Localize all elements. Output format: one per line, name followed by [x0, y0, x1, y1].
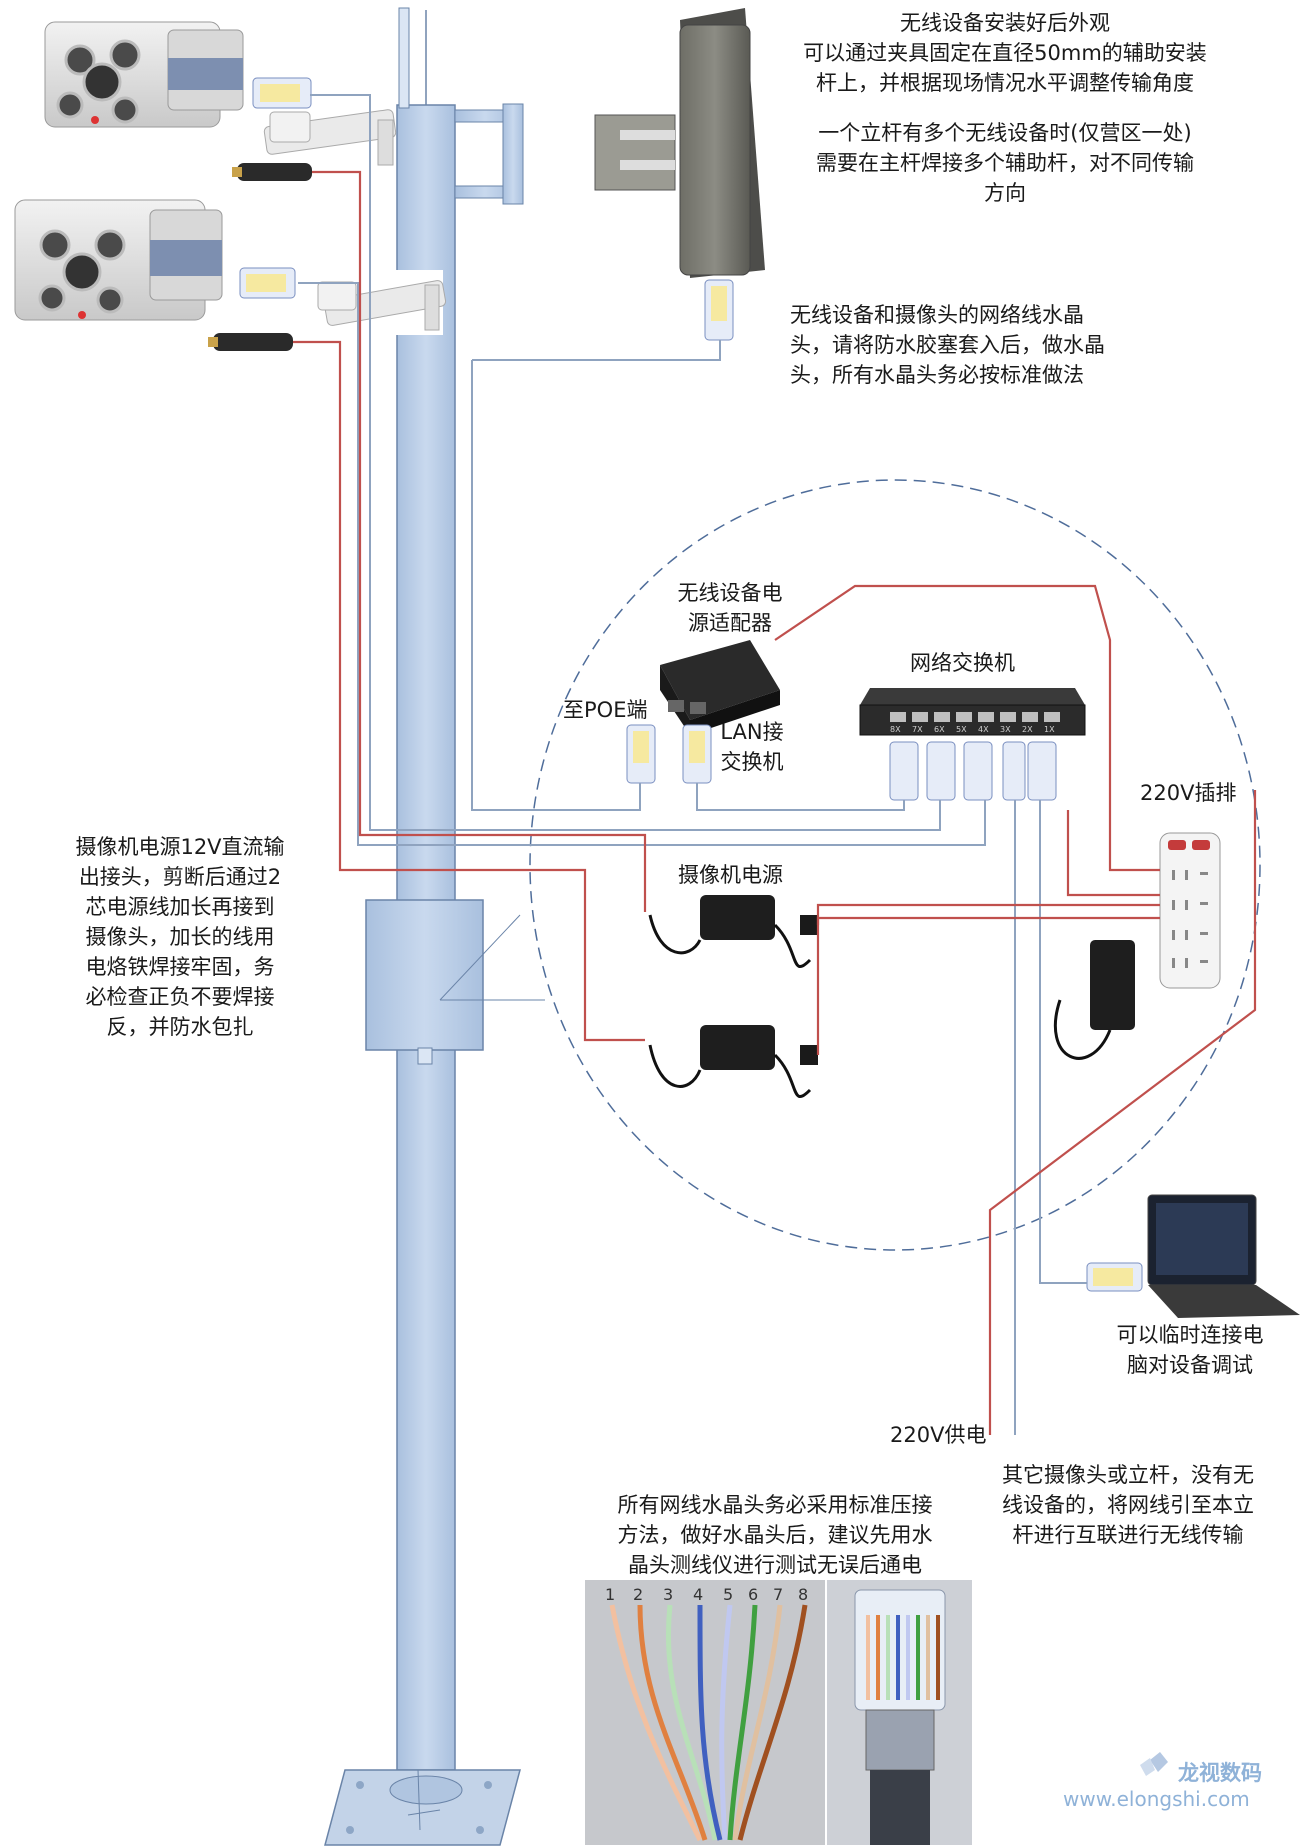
switch-rj45-group — [889, 741, 1057, 801]
rj45-camera-2 — [239, 267, 296, 299]
switch-port-7x: 7X — [912, 725, 923, 734]
dc-plug-1 — [232, 163, 312, 181]
camera-power-note-line: 出接头，剪断后通过2 — [78, 865, 282, 889]
network-switch-label: 网络交换机 — [910, 651, 1015, 675]
camera-2 — [14, 199, 223, 321]
switch-port-6x: 6X — [934, 725, 945, 734]
camera-power-note-line: 摄像头，加长的线用 — [85, 925, 275, 949]
watermark-brand: 龙视数码 — [1178, 1761, 1262, 1785]
camera-power-note-line: 必检查正负不要焊接 — [85, 985, 275, 1009]
camera-power-note: 摄像机电源12V直流输 出接头，剪断后通过2 芯电源线加长再接到 摄像头，加长的… — [55, 832, 305, 1042]
poe-adapter — [660, 640, 780, 735]
poe-adapter-line: 无线设备电 — [677, 581, 783, 605]
camera-power-adapter-1 — [648, 895, 818, 968]
rj45-to-poe — [626, 724, 656, 784]
camera-power-note-line: 电烙铁焊接牢固，务 — [85, 955, 275, 979]
to-poe-label: 至POE端 — [563, 698, 648, 722]
power-strip-label: 220V插排 — [1140, 781, 1237, 805]
rj45-note-line: 头，所有水晶头务必按标准做法 — [790, 363, 1084, 387]
watermark-url[interactable]: www.elongshi.com — [1063, 1787, 1250, 1811]
other-cameras-note: 其它摄像头或立杆，没有无 线设备的，将网线引至本立 杆进行互联进行无线传输 — [978, 1460, 1278, 1550]
other-cameras-line: 其它摄像头或立杆，没有无 — [1002, 1463, 1254, 1487]
rj45-antenna — [704, 279, 734, 341]
switch-port-labels: 8X 7X 6X 5X 4X 3X 2X 1X — [890, 725, 1055, 734]
watermark-logo-icon — [1150, 1752, 1168, 1772]
laptop-note-line: 脑对设备调试 — [1127, 1353, 1253, 1377]
supply-220v-label: 220V供电 — [890, 1423, 987, 1447]
watermark-logo-icon-part — [1140, 1758, 1155, 1776]
wire-number-labels: 1 2 3 4 5 6 7 8 — [605, 1585, 808, 1604]
wireless-install-line: 无线设备安装好后外观 — [900, 11, 1110, 35]
wire-number-1: 1 — [605, 1585, 615, 1604]
wire-number-4: 4 — [693, 1585, 703, 1604]
camera-mount-1 — [263, 109, 397, 166]
switch-port-8x: 8X — [890, 725, 901, 734]
poe-adapter-line: 源适配器 — [688, 611, 772, 635]
wireless-install-line: 可以通过夹具固定在直径50mm的辅助安装 — [803, 41, 1207, 65]
power-strip — [1159, 832, 1221, 989]
switch-port-1x: 1X — [1044, 725, 1055, 734]
rj45-note-line: 无线设备和摄像头的网络线水晶 — [790, 303, 1084, 327]
wireless-install-note: 无线设备安装好后外观 可以通过夹具固定在直径50mm的辅助安装 杆上，并根据现场… — [785, 8, 1225, 208]
crimp-method-note: 所有网线水晶头务必采用标准压接 方法，做好水晶头后，建议先用水 晶头测线仪进行测… — [585, 1490, 965, 1580]
main-pole — [324, 7, 545, 1846]
camera-power-note-line: 摄像机电源12V直流输 — [75, 835, 285, 859]
wire-number-3: 3 — [663, 1585, 673, 1604]
wireless-install-line: 方向 — [984, 181, 1026, 205]
wire-number-2: 2 — [633, 1585, 643, 1604]
other-cameras-line: 线设备的，将网线引至本立 — [1002, 1493, 1254, 1517]
laptop-power-adapter — [1053, 940, 1135, 1060]
camera-mount-2 — [317, 280, 447, 331]
lan-switch-line: LAN接 — [720, 720, 784, 744]
camera-power-note-line: 芯电源线加长再接到 — [85, 895, 275, 919]
crimp-note-line: 晶头测线仪进行测试无误后通电 — [628, 1553, 922, 1577]
crimp-note-line: 所有网线水晶头务必采用标准压接 — [617, 1493, 933, 1517]
equipment-area-circle — [529, 479, 1261, 1251]
crimp-note-line: 方法，做好水晶头后，建议先用水 — [617, 1523, 933, 1547]
wireless-install-line: 一个立杆有多个无线设备时(仅营区一处) — [818, 121, 1192, 145]
rj45-note-line: 头，请将防水胶塞套入后，做水晶 — [790, 333, 1105, 357]
wireless-install-line: 杆上，并根据现场情况水平调整传输角度 — [816, 71, 1194, 95]
camera-1 — [44, 21, 244, 128]
wire-number-5: 5 — [723, 1585, 733, 1604]
camera-power-adapter-2 — [648, 1025, 818, 1098]
rj45-laptop — [1086, 1262, 1143, 1292]
camera-power-note-line: 反，并防水包扎 — [106, 1015, 254, 1039]
camera-power-label: 摄像机电源 — [678, 863, 783, 887]
dc-plug-2 — [208, 333, 293, 351]
wireless-antenna — [594, 8, 765, 278]
switch-port-3x: 3X — [1000, 725, 1011, 734]
switch-port-2x: 2X — [1022, 725, 1033, 734]
wireless-install-line — [785, 98, 1225, 118]
laptop-debug-note: 可以临时连接电 脑对设备调试 — [1100, 1320, 1280, 1380]
network-switch — [859, 688, 1086, 736]
other-cameras-line: 杆进行互联进行无线传输 — [1012, 1523, 1244, 1547]
rj45-camera-1 — [252, 77, 312, 109]
cable-wiring-photo — [585, 1580, 825, 1845]
wire-number-6: 6 — [748, 1585, 758, 1604]
wireless-install-line: 需要在主杆焊接多个辅助杆，对不同传输 — [816, 151, 1194, 175]
wire-number-7: 7 — [773, 1585, 783, 1604]
wire-number-8: 8 — [798, 1585, 808, 1604]
laptop-note-line: 可以临时连接电 — [1116, 1323, 1264, 1347]
poe-adapter-label: 无线设备电 源适配器 — [665, 578, 795, 638]
rj45-lan-to-switch — [682, 724, 712, 784]
switch-port-5x: 5X — [956, 725, 967, 734]
lan-switch-line: 交换机 — [720, 750, 784, 774]
lan-switch-label: LAN接 交换机 — [712, 717, 792, 777]
rj45-waterproof-note: 无线设备和摄像头的网络线水晶 头，请将防水胶塞套入后，做水晶 头，所有水晶头务必… — [790, 300, 1105, 390]
laptop — [1147, 1194, 1300, 1318]
switch-port-4x: 4X — [978, 725, 989, 734]
rj45-closeup-photo — [827, 1580, 972, 1845]
power-cables — [293, 170, 1257, 1435]
